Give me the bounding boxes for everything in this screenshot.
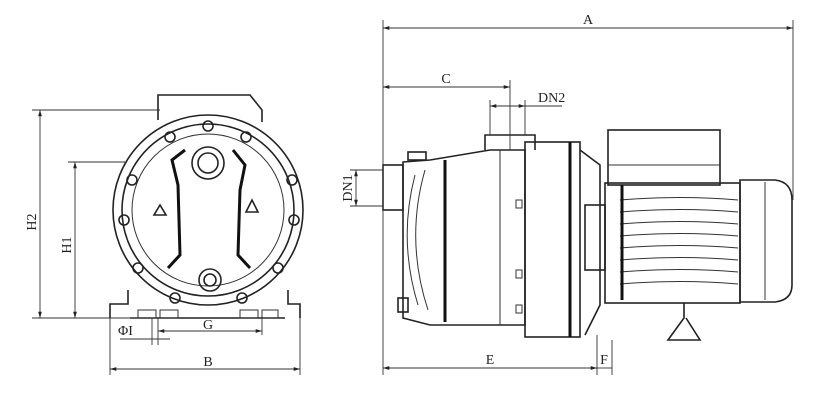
dim-label-b: B <box>203 355 212 370</box>
dim-label-f: F <box>600 353 608 368</box>
dim-label-dn1: DN1 <box>341 174 356 201</box>
dim-label-h2: H2 <box>25 213 40 230</box>
dim-label-phi-i: ΦI <box>118 324 133 339</box>
dim-label-c: C <box>441 72 450 87</box>
dim-label-dn2: DN2 <box>538 91 565 106</box>
side-dimensions <box>350 20 794 375</box>
side-view <box>382 129 793 341</box>
dim-label-a: A <box>583 13 594 28</box>
dim-label-g: G <box>203 318 213 333</box>
front-view <box>109 94 304 319</box>
front-dimensions <box>32 109 301 375</box>
dim-label-e: E <box>486 353 495 368</box>
dim-label-h1: H1 <box>60 236 75 253</box>
